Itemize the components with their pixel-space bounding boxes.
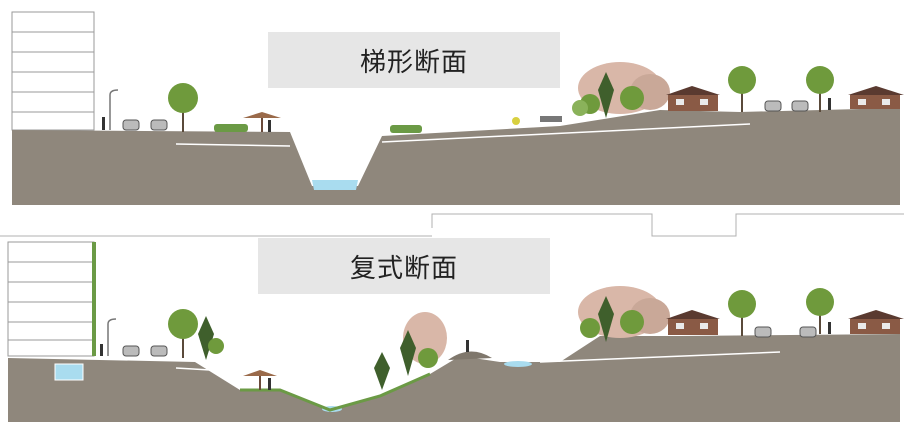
street-lamp (109, 89, 119, 130)
tree-cluster (572, 62, 670, 118)
tree (806, 66, 834, 112)
car (150, 345, 168, 357)
storage-tank (54, 363, 84, 381)
tree (728, 290, 756, 336)
person (102, 117, 105, 130)
trapezoid-section-panel: 梯形断面 (0, 0, 904, 212)
tree (168, 83, 198, 132)
bench (540, 116, 562, 122)
house (666, 310, 720, 335)
channel-water (312, 180, 358, 190)
street-lamp (107, 318, 117, 356)
ground-profile (12, 108, 900, 205)
car (799, 326, 817, 338)
shrub (512, 117, 520, 125)
hedge (390, 125, 422, 133)
tree (168, 309, 198, 358)
pavilion (243, 112, 281, 132)
car (764, 100, 782, 112)
tree-cluster (578, 286, 670, 342)
person (268, 120, 271, 132)
person (828, 322, 831, 334)
tree-cluster (374, 312, 447, 390)
house (666, 86, 720, 111)
green-facade (92, 242, 96, 356)
pipe-line-right (381, 123, 751, 143)
person (466, 340, 469, 352)
pond-water (504, 361, 532, 367)
ground-profile (8, 334, 900, 422)
tree-cluster (198, 316, 224, 360)
pipe-line-right (539, 351, 781, 363)
car (791, 100, 809, 112)
car (150, 119, 168, 131)
tree (806, 288, 834, 334)
compound-section-panel: 复式断面 (0, 212, 904, 425)
car (122, 345, 140, 357)
apartment-building (7, 241, 95, 357)
pipe-line-left (175, 143, 291, 147)
pavilion (243, 370, 277, 390)
grass-slope (240, 372, 431, 412)
section-title-trapezoid: 梯形断面 (268, 32, 560, 88)
tree (728, 66, 756, 112)
person (268, 378, 271, 390)
car (122, 119, 140, 131)
person (828, 98, 831, 110)
hedge (214, 124, 248, 132)
section-title-compound: 复式断面 (258, 238, 550, 294)
house (848, 310, 904, 334)
trapezoid-section-drawing (11, 11, 904, 205)
person (100, 344, 103, 356)
apartment-building (11, 11, 95, 131)
compound-section-drawing (7, 241, 904, 422)
house (848, 86, 904, 109)
pipe-line-left (175, 367, 211, 371)
car (754, 326, 772, 338)
mound (448, 351, 492, 360)
